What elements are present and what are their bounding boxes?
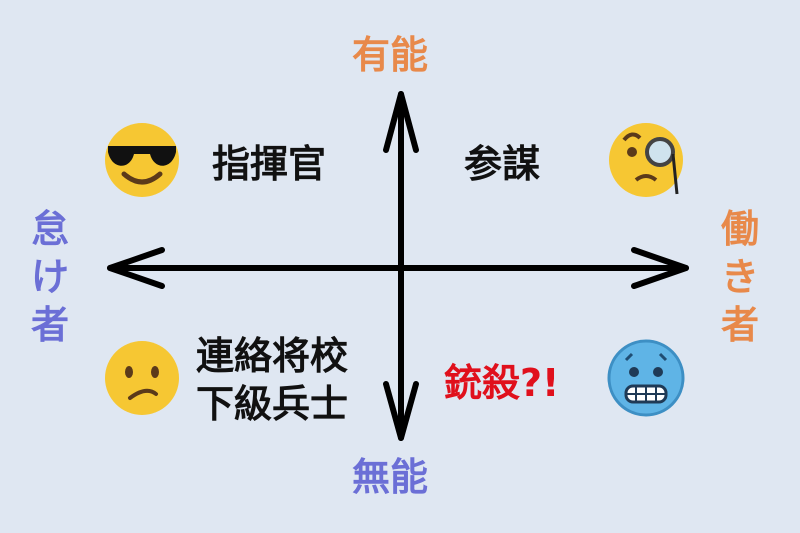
monocle-face-icon	[609, 123, 683, 197]
quadrant-label-commander: 指揮官	[212, 142, 327, 186]
sunglasses-face-icon	[105, 123, 179, 197]
axis-label-capable: 有能	[352, 33, 429, 77]
confused-face-icon	[105, 341, 179, 415]
vertical-axis-arrow	[383, 91, 419, 441]
quadrant-label-liaison-soldier: 連絡将校 下級兵士	[196, 332, 348, 428]
axis-label-incapable: 無能	[352, 455, 429, 499]
quadrant-label-staff-officer: 参謀	[464, 142, 541, 186]
cold-face-icon	[607, 339, 685, 417]
quadrant-label-liaison: 連絡将校	[196, 334, 349, 378]
quadrant-label-execution: 銃殺?!	[444, 361, 560, 405]
axis-label-diligent: 働き者	[720, 207, 759, 347]
quadrant-label-soldier: 下級兵士	[196, 382, 349, 426]
axis-label-lazy: 怠け者	[30, 207, 69, 347]
